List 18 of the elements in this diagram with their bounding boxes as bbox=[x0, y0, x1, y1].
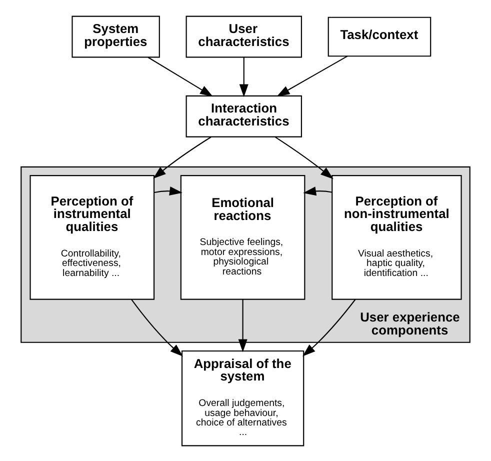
node-box: Appraisal of the system Overall judgements, usage behaviour, choice of alternatives ... bbox=[181, 350, 304, 446]
node-box: Emotional reactions Subjective feelings, motor expressions, physiological reactions bbox=[180, 174, 306, 300]
node-box: User characteristics bbox=[186, 15, 302, 58]
arrow bbox=[276, 55, 348, 96]
arrow bbox=[303, 186, 332, 196]
arrow bbox=[131, 298, 184, 356]
node-box: Perception of instrumental qualities Controllability, effectiveness, learnability ... bbox=[30, 174, 155, 300]
arrow bbox=[153, 136, 212, 178]
node-box: Perception of non-instrumental qualities Visual aesthetics, haptic quality, identification ... bbox=[332, 174, 462, 300]
arrow bbox=[238, 298, 248, 352]
arrow bbox=[239, 56, 248, 97]
arrow bbox=[302, 298, 356, 356]
arrow bbox=[154, 186, 182, 196]
node-box: Task/context bbox=[328, 16, 432, 56]
node-box: Interaction characteristics bbox=[186, 94, 302, 137]
arrow bbox=[274, 136, 334, 179]
arrow bbox=[148, 56, 213, 96]
node-box: System properties bbox=[72, 15, 160, 58]
